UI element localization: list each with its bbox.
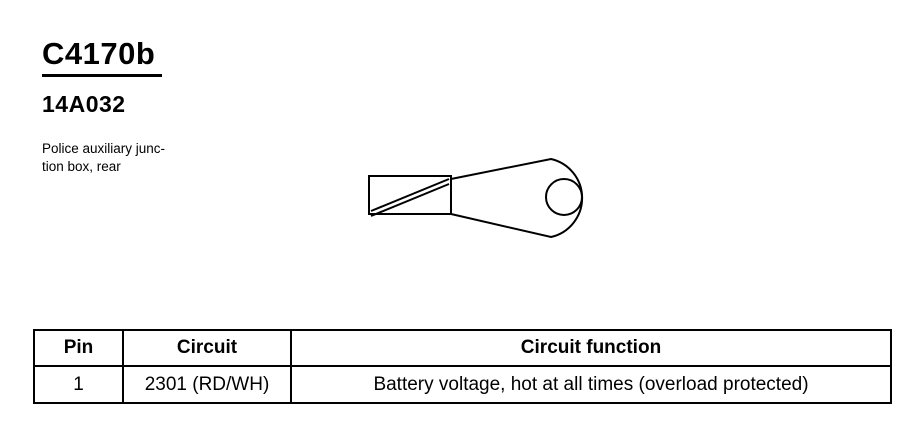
- table-row: 1 2301 (RD/WH) Battery voltage, hot at a…: [33, 365, 892, 404]
- description-line-2: tion box, rear: [42, 159, 121, 174]
- terminal-ring-hole: [545, 178, 583, 216]
- connector-id-underline: [42, 74, 162, 77]
- header-circuit: Circuit: [122, 329, 292, 367]
- header-circuit-function: Circuit function: [290, 329, 892, 367]
- connector-id: C4170b: [42, 36, 156, 71]
- cell-circuit: 2301 (RD/WH): [122, 365, 292, 404]
- cell-circuit-function: Battery voltage, hot at all times (overl…: [290, 365, 892, 404]
- pin-table: Pin Circuit Circuit function 1 2301 (RD/…: [33, 329, 892, 404]
- terminal-barrel: [368, 175, 452, 215]
- part-number: 14A032: [42, 91, 126, 117]
- pin-table-header-row: Pin Circuit Circuit function: [33, 329, 892, 367]
- terminal-barrel-slash-a: [370, 178, 450, 212]
- terminal-barrel-slash-b: [370, 183, 450, 217]
- description-line-1: Police auxiliary junc-: [42, 141, 166, 156]
- cell-pin: 1: [33, 365, 124, 404]
- header-pin: Pin: [33, 329, 124, 367]
- connector-description: Police auxiliary junc- tion box, rear: [42, 140, 212, 176]
- terminal-ring: [450, 157, 584, 239]
